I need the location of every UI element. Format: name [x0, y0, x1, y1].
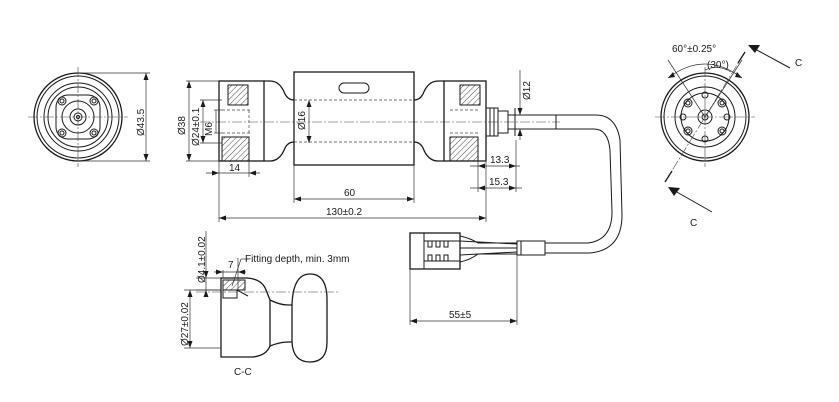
dim-diameter-27: Ø27±0.02	[180, 302, 191, 346]
dim-diameter-43-5: Ø43.5	[136, 108, 147, 136]
dim-diameter-16: Ø16	[297, 111, 308, 130]
main-side-view	[200, 71, 560, 166]
section-view-dimensions	[184, 231, 248, 349]
dim-length-7: 7	[228, 260, 234, 271]
fitting-depth-note: Fitting depth, min. 3mm	[245, 254, 349, 265]
section-label-c-bottom: C	[690, 218, 697, 229]
dim-angle-30: (30°)	[707, 60, 729, 71]
section-view-c-c	[196, 273, 340, 363]
left-end-view	[28, 67, 150, 167]
dim-thread-m6: M6	[204, 122, 215, 136]
cable-assembly	[409, 114, 623, 325]
dim-length-14: 14	[229, 163, 241, 174]
dim-length-130: 130±0.2	[326, 207, 363, 218]
main-view-dimensions	[186, 70, 524, 222]
dim-angle-60: 60°±0.25°	[672, 44, 716, 55]
dim-length-13-3: 13.3	[490, 155, 510, 166]
dim-cable-length-55: 55±5	[449, 310, 472, 321]
dim-diameter-38: Ø38	[177, 116, 188, 135]
dim-length-60: 60	[344, 188, 356, 199]
section-title-c-c: C-C	[234, 367, 252, 378]
right-end-view	[655, 45, 791, 213]
dim-diameter-4-1: Ø4.1±0.02	[197, 236, 208, 283]
dim-length-15-3: 15.3	[489, 177, 509, 188]
dim-diameter-12: Ø12	[522, 81, 533, 100]
section-label-c-top: C	[795, 58, 802, 69]
dim-diameter-24: Ø24±0.1	[191, 107, 202, 146]
